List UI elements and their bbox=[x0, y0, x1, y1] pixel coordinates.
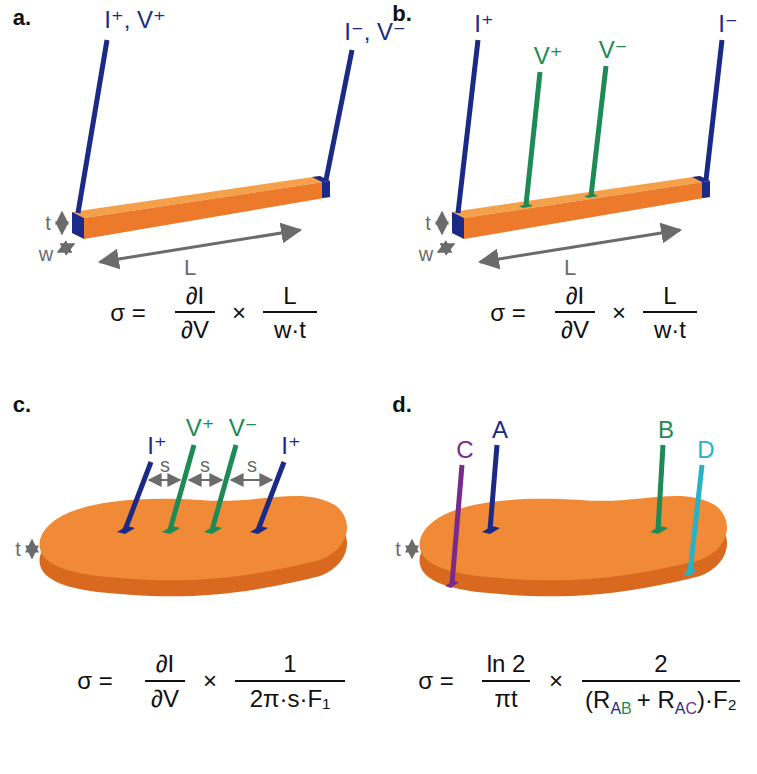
formula-text: ∂V bbox=[151, 686, 179, 712]
formula-text: ln 2 bbox=[487, 651, 526, 677]
film-sample-d bbox=[412, 445, 740, 681]
formula-text: σ = bbox=[110, 300, 146, 326]
panel-letter: d. bbox=[392, 393, 412, 417]
bar-sample-a bbox=[58, 40, 352, 312]
formula-subscript: B bbox=[621, 700, 632, 718]
formula-text: (R bbox=[585, 687, 610, 713]
formula-subscript: C bbox=[685, 700, 697, 718]
terminal-label: V⁻ bbox=[599, 37, 628, 63]
formula-text: w·t bbox=[274, 317, 306, 343]
formula-text: 2π·s·F₁ bbox=[250, 686, 331, 712]
formula-text: ∂I bbox=[566, 283, 585, 309]
formula-text: × bbox=[232, 300, 246, 326]
terminal-label: D bbox=[697, 437, 714, 463]
terminal-label: I⁺ bbox=[474, 11, 493, 37]
terminal-label: V⁺ bbox=[534, 43, 563, 69]
dimension-label: s bbox=[160, 454, 170, 476]
formula-subscript: A bbox=[610, 700, 621, 718]
dimension-label: t bbox=[425, 212, 431, 234]
terminal-label: I⁺, V⁺ bbox=[104, 7, 165, 33]
formula-text: × bbox=[203, 668, 217, 694]
panel-letter: c. bbox=[13, 393, 31, 417]
formula-text: σ = bbox=[77, 668, 113, 694]
terminal-label: V⁻ bbox=[229, 415, 258, 441]
formula-text: ∂V bbox=[561, 317, 589, 343]
formula-text: σ = bbox=[418, 668, 454, 694]
formula-denominator: (RAB+ RAC)·F₂ bbox=[585, 687, 737, 713]
terminal-label: I⁺ bbox=[281, 433, 300, 459]
dimension-label: w bbox=[419, 243, 433, 265]
formula-text: + R bbox=[637, 687, 675, 713]
dimension-label: L bbox=[184, 256, 196, 280]
panel-letter: b. bbox=[392, 2, 412, 26]
formula-text: πt bbox=[494, 686, 517, 712]
panel-letter: a. bbox=[13, 6, 31, 30]
formula-text: ∂I bbox=[186, 283, 205, 309]
dimension-label: s bbox=[247, 454, 257, 476]
formula-text: L bbox=[283, 283, 296, 309]
formula-text: σ = bbox=[490, 300, 526, 326]
dimension-label: w bbox=[39, 243, 53, 265]
formula-text: ∂V bbox=[181, 317, 209, 343]
formula-text: × bbox=[612, 300, 626, 326]
terminal-label: A bbox=[492, 417, 508, 443]
formula-text: w·t bbox=[654, 317, 686, 343]
formula-text: × bbox=[549, 668, 563, 694]
formula-text: 1 bbox=[283, 651, 296, 677]
formula-text: ∂I bbox=[156, 651, 175, 677]
terminal-label: I⁻ bbox=[718, 11, 737, 37]
formula-text: )·F₂ bbox=[697, 687, 737, 713]
dimension-label: s bbox=[200, 454, 210, 476]
formula-subscript: A bbox=[675, 700, 686, 718]
film-sample-c bbox=[32, 445, 347, 681]
dimension-label: L bbox=[564, 256, 576, 280]
dimension-label: t bbox=[15, 538, 21, 560]
terminal-label: V⁺ bbox=[186, 415, 215, 441]
terminal-label: C bbox=[456, 437, 473, 463]
formula-text: L bbox=[663, 283, 676, 309]
terminal-label: B bbox=[658, 417, 674, 443]
dimension-label: t bbox=[45, 212, 51, 234]
formula-text: 2 bbox=[654, 651, 667, 677]
bar-sample-b bbox=[438, 40, 722, 312]
dimension-label: t bbox=[395, 538, 401, 560]
